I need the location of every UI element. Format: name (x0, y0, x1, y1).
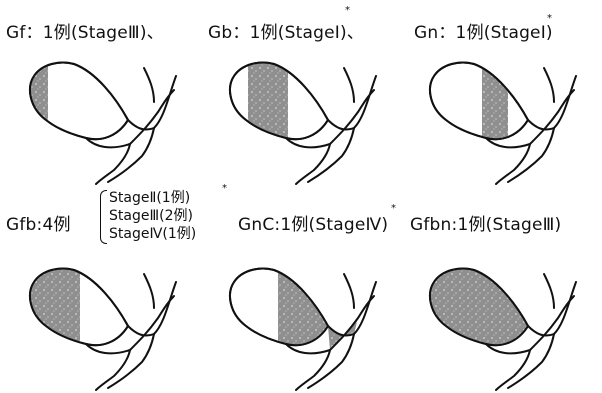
label-gnc: GnC:1例(StageⅣ) (238, 210, 388, 235)
gallbladder-diagram-gfb (18, 258, 188, 388)
asterisk-gfb: * (222, 184, 227, 194)
stage-list-item: StageⅡ(1例) (109, 190, 190, 206)
label-gb: Gb：1例(StageⅠ)、 (208, 18, 364, 43)
gallbladder-diagram-gn (418, 52, 588, 182)
gallbladder-diagram-gnc (218, 258, 388, 388)
label-gfb: Gfb:4例 (6, 210, 71, 235)
gallbladder-diagram-gfbn (418, 258, 588, 388)
gallbladder-diagram-gf (18, 52, 188, 182)
gallbladder-diagram-gb (218, 52, 388, 182)
label-gf: Gf：1例(StageⅢ)、 (6, 18, 164, 43)
asterisk-gb: * (345, 6, 350, 16)
stage-list-item: StageⅣ(1例) (109, 226, 196, 242)
asterisk-gnc: * (391, 204, 396, 214)
label-gn: Gn：1例(StageⅠ) (414, 18, 553, 43)
stage-brace (100, 190, 107, 244)
label-gfbn: Gfbn:1例(StageⅢ) (410, 210, 561, 235)
stage-list-item: StageⅢ(2例) (109, 208, 193, 224)
asterisk-gn: * (547, 14, 552, 24)
